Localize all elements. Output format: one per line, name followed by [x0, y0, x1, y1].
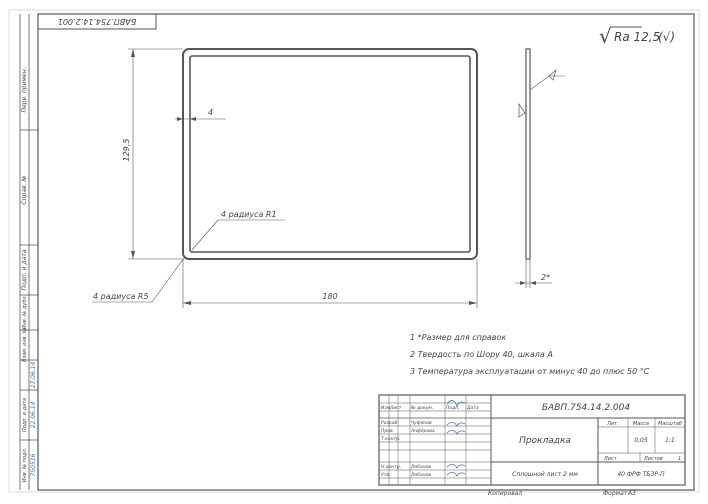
tb-row-2-name: Анфёрова	[410, 428, 435, 434]
lit-label: Лит.	[606, 421, 619, 427]
drawing-code: БАВП.754.14.2.004	[542, 403, 631, 413]
signature-5	[446, 471, 466, 477]
tb-row-0-doc: № докум.	[410, 405, 433, 411]
scale-label: Масштаб	[658, 421, 682, 427]
tb-row-4-role: Н.контр.	[381, 464, 401, 470]
height-value: 129,5	[122, 139, 131, 162]
roughness-suffix: (√)	[658, 30, 675, 44]
margin-label-5: Взам. инв. №	[22, 328, 28, 362]
gap-value: 4	[208, 108, 213, 117]
technical-notes: 1 *Размер для справок 2 Твердость по Шор…	[410, 333, 650, 376]
note-2: 2 Твердость по Шору 40, шкала А	[410, 350, 553, 359]
margin-label-3: Подп. и дата	[21, 249, 28, 290]
stamp-date-2: 22.06.14	[30, 401, 37, 428]
inner-radius-callout: 4 радиуса R1	[191, 210, 285, 251]
tb-row-1-role: Разраб.	[381, 420, 399, 426]
width-value: 180	[322, 292, 337, 301]
code-top-box	[37, 13, 157, 30]
part-subtitle: Сплошной лист 2 мм	[512, 471, 578, 478]
tb-row-1-name: Чуфянов	[411, 420, 432, 426]
tb-row-0-sign: Подп.	[446, 405, 460, 411]
width-dimension: 180	[182, 259, 478, 308]
roughness-value: Ra 12,5	[614, 30, 660, 44]
gasket-inner-outline	[189, 55, 471, 253]
sheet-label: Лист	[603, 456, 618, 462]
signature-1	[446, 400, 466, 407]
tb-row-0-role: Изм.	[381, 405, 392, 411]
gap-dimension: 4	[175, 108, 226, 121]
note-1: 1 *Размер для справок	[410, 333, 506, 342]
side-view-plate	[525, 48, 531, 260]
signature-3	[446, 429, 466, 435]
drawing-frame	[37, 13, 695, 491]
tb-row-5-name: Лобанов	[410, 472, 431, 478]
margin-label-2: Справ. №	[21, 175, 28, 204]
format-label: Формат	[603, 490, 628, 497]
format-value: А3	[627, 490, 636, 497]
tb-row-4-name: Лобанов	[410, 464, 431, 470]
copied-label: Копировал	[488, 490, 522, 497]
signature-4	[446, 463, 466, 469]
tb-row-0-date: Дата	[466, 405, 479, 411]
signature-2	[446, 421, 466, 427]
roughness-symbol: √	[599, 24, 612, 48]
stamp-date-1: 27.06.14	[30, 361, 37, 388]
mass-value: 0,05	[634, 437, 648, 444]
inner-radius-label: 4 радиуса R1	[221, 210, 277, 219]
mass-label: Масса	[633, 421, 649, 427]
tb-row-3-role: Т.контр.	[381, 436, 401, 442]
margin-label-4: Инв. № дубл.	[22, 295, 28, 329]
note-3: 3 Температура эксплуатации от минус 40 д…	[410, 367, 650, 376]
outer-radius-label: 4 радиуса R5	[93, 292, 149, 301]
part-material: 40 ФРФ ТБЗР-П	[617, 471, 665, 478]
code-top: БАВП.754.14.2.001	[58, 17, 136, 26]
part-title: Прокладка	[519, 436, 571, 446]
left-margin: Перв. примен. Справ. № Подп. и дата Инв.…	[19, 14, 38, 490]
scale-value: 1:1	[665, 437, 675, 444]
gasket-view	[182, 48, 478, 260]
thickness-value: 2*	[541, 273, 550, 282]
tb-row-5-role: Утв.	[381, 472, 390, 478]
stamp-number: 750516	[30, 453, 37, 476]
sheets-value: 1	[678, 456, 681, 462]
margin-label-6: Подп. и дата	[22, 398, 28, 432]
gasket-outline	[182, 48, 478, 260]
title-block: БАВП.754.14.2.004 Прокладка Сплошной лис…	[378, 394, 686, 486]
roughness-mark: √ Ra 12,5 (√)	[599, 24, 675, 48]
tb-row-0-name: Лист	[389, 405, 402, 411]
margin-label-7: Инв. № подл.	[22, 448, 28, 483]
tb-row-2-role: Пров.	[381, 428, 394, 434]
sheet-edge	[8, 9, 700, 493]
height-dimension: 129,5	[122, 48, 183, 260]
margin-label-1: Перв. примен.	[21, 67, 28, 112]
sheets-label: Листов	[643, 456, 663, 462]
outer-radius-callout: 4 радиуса R5	[92, 257, 185, 303]
side-view: 2*	[515, 48, 565, 288]
